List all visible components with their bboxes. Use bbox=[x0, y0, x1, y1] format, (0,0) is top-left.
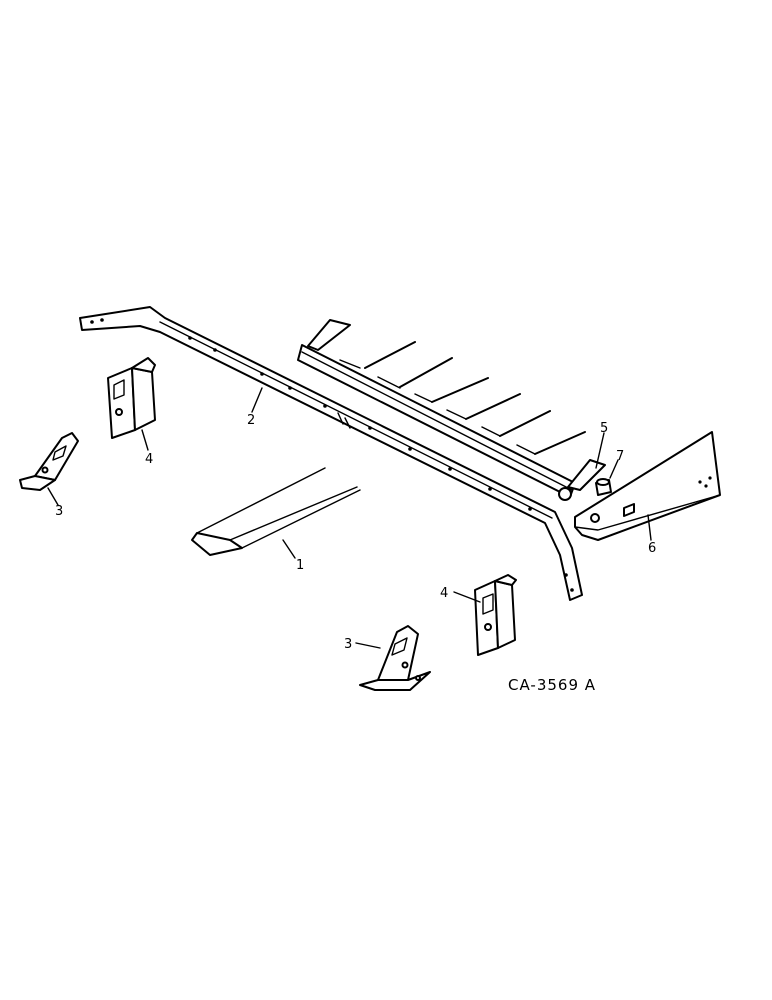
drawing-code: CA-3569 A bbox=[508, 676, 596, 694]
callout-2: 2 bbox=[247, 413, 255, 428]
callout-6: 6 bbox=[648, 541, 656, 556]
mounting-plate bbox=[574, 431, 721, 541]
callout-3-left: 3 bbox=[55, 504, 63, 519]
callout-5: 5 bbox=[600, 421, 608, 436]
angle-bracket-right bbox=[359, 625, 431, 691]
frame-rail bbox=[79, 306, 583, 601]
u-bracket-right bbox=[474, 574, 517, 656]
u-bracket-left bbox=[107, 357, 156, 439]
bushing bbox=[595, 478, 612, 496]
callout-4-upper: 4 bbox=[145, 452, 153, 467]
callout-7: 7 bbox=[616, 449, 624, 464]
finger-bar bbox=[297, 319, 606, 501]
callout-4-lower: 4 bbox=[440, 586, 448, 601]
callout-1: 1 bbox=[296, 558, 304, 573]
callout-3-lower: 3 bbox=[344, 637, 352, 652]
angle-bracket-left bbox=[19, 432, 79, 491]
rod bbox=[191, 467, 361, 556]
leader-lines bbox=[47, 387, 652, 649]
